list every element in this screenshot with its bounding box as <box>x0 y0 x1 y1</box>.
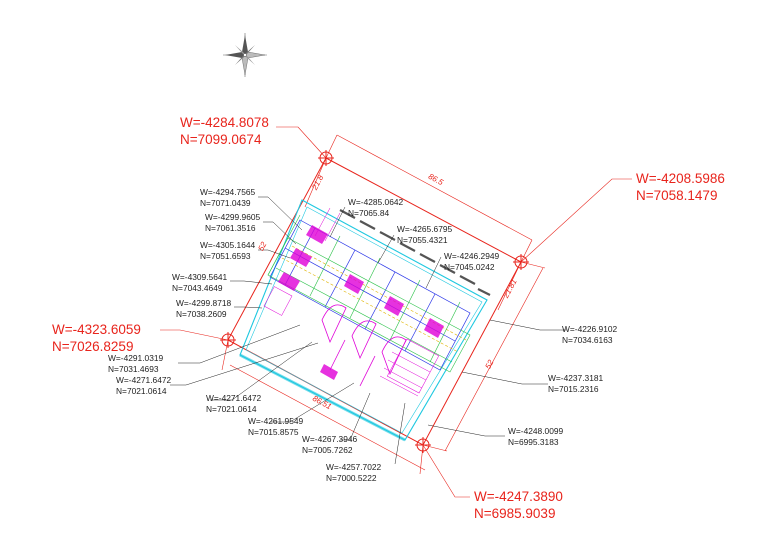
point-n: N=7031.4693 <box>108 363 159 374</box>
point-w: W=-4248.0099 <box>508 426 564 436</box>
building-grid <box>267 214 471 373</box>
point-w: W=-4294.7565 <box>200 187 256 197</box>
corner-w: W=-4323.6059 <box>52 322 141 337</box>
corner-coordinate-bottom-right: W=-4247.3890 N=6985.9039 <box>474 488 563 522</box>
point-n: N=7045.0242 <box>444 261 495 272</box>
parking-strip <box>339 209 491 296</box>
magenta-units <box>278 225 444 380</box>
point-n: N=7061.3516 <box>205 222 256 233</box>
compass-rose-icon <box>223 33 267 77</box>
point-w: W=-4267.3946 <box>302 434 358 444</box>
corner-w: W=-4208.5986 <box>636 171 725 186</box>
point-n: N=7055.4321 <box>397 234 448 245</box>
inner-boundary <box>239 199 488 442</box>
corner-n: N=6985.9039 <box>474 506 556 521</box>
point-n: N=7071.0439 <box>200 197 251 208</box>
corner-coordinate-bottom-left: W=-4323.6059 N=7026.8259 <box>52 321 141 355</box>
corner-coordinate-top-left: W=-4284.8078 N=7099.0674 <box>180 114 269 148</box>
survey-point-marker-icon <box>220 150 529 453</box>
point-n: N=7015.8575 <box>248 426 299 437</box>
point-w: W=-4261.9549 <box>248 416 304 426</box>
point-n: N=7065.84 <box>348 207 390 218</box>
point-n: N=7005.7262 <box>302 444 353 455</box>
point-w: W=-4299.8718 <box>176 298 232 308</box>
point-n: N=7021.0614 <box>206 403 257 414</box>
point-w: W=-4309.5641 <box>172 272 228 282</box>
corner-n: N=7026.8259 <box>52 339 134 354</box>
point-w: W=-4285.0642 <box>348 197 404 207</box>
point-w: W=-4305.1644 <box>200 240 256 250</box>
point-n: N=6995.3183 <box>508 436 559 447</box>
corner-coordinate-top-right: W=-4208.5986 N=7058.1479 <box>636 170 725 204</box>
point-n: N=7015.2316 <box>548 383 599 394</box>
point-n: N=7043.4649 <box>172 282 223 293</box>
corner-leaders <box>160 126 632 498</box>
point-w: W=-4226.9102 <box>562 324 618 334</box>
point-w: W=-4257.7022 <box>326 462 382 472</box>
point-w: W=-4271.6472 <box>116 375 172 385</box>
point-n: N=7000.5222 <box>326 472 377 483</box>
dimension-lines <box>221 134 546 475</box>
point-n: N=7038.2609 <box>176 308 227 319</box>
corner-n: N=7099.0674 <box>180 132 262 147</box>
corner-n: N=7058.1479 <box>636 188 718 203</box>
court-outlines <box>321 304 407 387</box>
point-n: N=7051.6593 <box>200 250 251 261</box>
point-w: W=-4299.9605 <box>205 212 261 222</box>
point-n: N=7021.0614 <box>116 385 167 396</box>
point-leaders <box>170 196 567 465</box>
point-w: W=-4246.2949 <box>444 251 500 261</box>
point-w: W=-4271.6472 <box>206 393 262 403</box>
magenta-hatch <box>263 207 440 397</box>
point-w: W=-4265.6795 <box>397 224 453 234</box>
corner-w: W=-4284.8078 <box>180 115 269 130</box>
point-n: N=7034.6163 <box>562 334 613 345</box>
point-w: W=-4291.0319 <box>108 353 164 363</box>
point-w: W=-4237.3181 <box>548 373 604 383</box>
corner-w: W=-4247.3890 <box>474 489 563 504</box>
